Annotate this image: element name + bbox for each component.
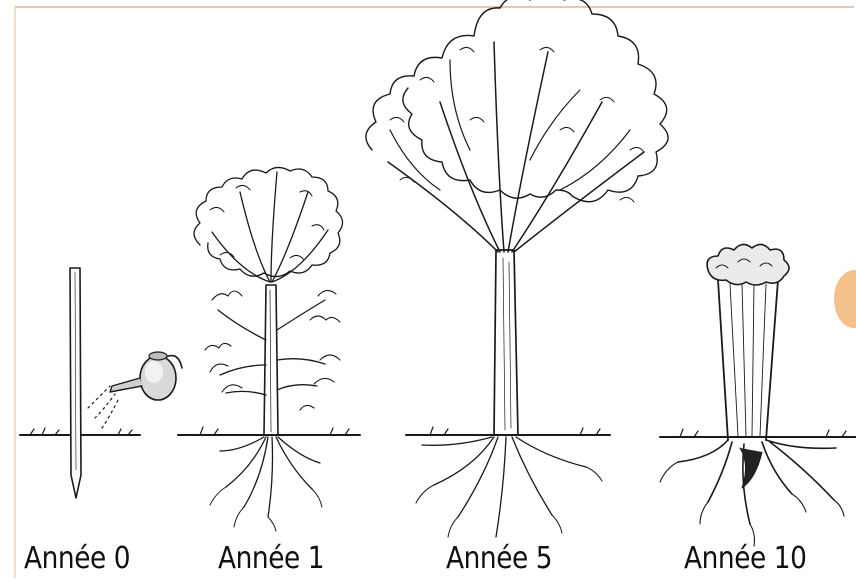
stage-10-illustration: [660, 244, 856, 546]
stage-1-illustration: [178, 167, 360, 531]
stage-label-0: Année 0: [24, 541, 130, 576]
stage-0-illustration: [20, 268, 182, 498]
stage-label-10: Année 10: [684, 541, 806, 576]
watering-can-icon: [110, 352, 182, 400]
stage-label-5: Année 5: [446, 541, 552, 576]
stage-5-illustration: [366, 0, 668, 537]
stage-label-1: Année 1: [218, 541, 324, 576]
